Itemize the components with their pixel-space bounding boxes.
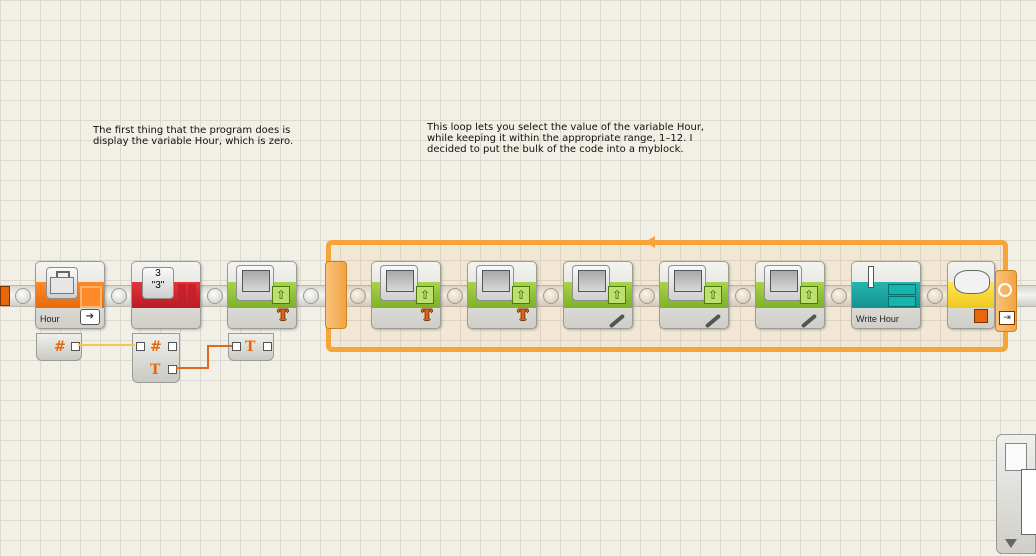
display-action-icon: ⇧ xyxy=(512,286,530,304)
beam-node xyxy=(303,288,319,304)
stop-icon xyxy=(974,309,988,323)
number-to-text-block[interactable]: 3 "3" xyxy=(131,261,201,329)
pencil-icon xyxy=(704,313,722,329)
hub-connector[interactable] xyxy=(71,342,80,351)
red-grid-icon xyxy=(178,284,196,306)
display-block[interactable]: ⇧ T xyxy=(227,261,297,329)
text-mode-icon: T xyxy=(277,308,289,324)
download-arrow-icon xyxy=(1005,539,1017,548)
text-plug-icon: T xyxy=(245,339,256,355)
display-action-icon: ⇧ xyxy=(800,286,818,304)
beam-node xyxy=(543,288,559,304)
hub-connector[interactable] xyxy=(168,365,177,374)
display-screen-icon xyxy=(572,265,610,301)
myblock-panel-icon xyxy=(888,284,916,295)
beam-node xyxy=(447,288,463,304)
number-to-text-data-hub[interactable]: # T xyxy=(132,333,180,383)
myblock-panel-icon xyxy=(888,296,916,307)
comment-loop-explanation[interactable]: This loop lets you select the value of t… xyxy=(427,122,705,155)
text-glyph: "3" xyxy=(151,280,165,291)
beam-node xyxy=(15,288,31,304)
loop-repeat-icon xyxy=(998,283,1012,297)
display-screen-icon xyxy=(236,265,274,301)
display-screen-icon xyxy=(668,265,706,301)
display-action-icon: ⇧ xyxy=(416,286,434,304)
loop-end-block[interactable]: ⇥ xyxy=(995,270,1017,332)
loop-exit-icon: ⇥ xyxy=(999,311,1015,325)
variable-block[interactable]: Hour ➔ xyxy=(35,261,105,329)
display-block[interactable]: ⇧ xyxy=(755,261,825,329)
text-mode-icon: T xyxy=(421,308,433,324)
write-arrow-icon: ➔ xyxy=(80,309,100,325)
number-to-text-icon: 3 "3" xyxy=(142,267,174,299)
text-mode-icon: T xyxy=(517,308,529,324)
display-block[interactable]: ⇧ xyxy=(659,261,729,329)
variable-data-hub[interactable]: # xyxy=(36,333,82,361)
loop-direction-arrow-icon xyxy=(645,236,655,248)
number-glyph: 3 xyxy=(155,268,161,279)
display-block[interactable]: ⇧ T xyxy=(467,261,537,329)
display-block[interactable]: ⇧ T xyxy=(371,261,441,329)
beam-node xyxy=(735,288,751,304)
display-screen-icon xyxy=(764,265,802,301)
beam-node xyxy=(831,288,847,304)
suitcase-icon xyxy=(46,267,78,299)
beam-node xyxy=(111,288,127,304)
nxt-window-icon xyxy=(1021,469,1036,535)
variable-name-label: Hour xyxy=(40,314,60,324)
start-point[interactable] xyxy=(0,286,10,306)
beam-node xyxy=(207,288,223,304)
switch-block[interactable] xyxy=(947,261,995,329)
number-plug-icon: # xyxy=(54,339,66,355)
display-action-icon: ⇧ xyxy=(704,286,722,304)
display-action-icon: ⇧ xyxy=(608,286,626,304)
variable-output-plug-icon xyxy=(80,286,102,308)
nxt-controller-panel[interactable] xyxy=(996,434,1036,554)
beam-node xyxy=(927,288,943,304)
pencil-icon xyxy=(608,313,626,329)
write-hour-myblock[interactable]: Write Hour xyxy=(851,261,921,329)
switch-icon xyxy=(954,270,990,294)
hub-connector[interactable] xyxy=(168,342,177,351)
pencil-icon xyxy=(800,313,818,329)
nxt-brick-icon xyxy=(1005,443,1027,471)
display-data-hub[interactable]: T xyxy=(228,333,274,361)
myblock-name-label: Write Hour xyxy=(856,314,899,324)
hub-connector[interactable] xyxy=(232,342,241,351)
hub-connector[interactable] xyxy=(136,342,145,351)
comment-variable-display[interactable]: The first thing that the program does is… xyxy=(93,125,294,147)
display-screen-icon xyxy=(476,265,514,301)
display-screen-icon xyxy=(380,265,418,301)
display-block[interactable]: ⇧ xyxy=(563,261,633,329)
text-plug-icon: T xyxy=(150,362,161,378)
text-wire xyxy=(176,345,232,369)
hub-connector[interactable] xyxy=(263,342,272,351)
loop-entry-block[interactable] xyxy=(325,261,347,329)
display-action-icon: ⇧ xyxy=(272,286,290,304)
number-plug-icon: # xyxy=(150,339,162,355)
myblock-indicator-icon xyxy=(868,266,874,288)
beam-node xyxy=(639,288,655,304)
beam-node xyxy=(350,288,366,304)
